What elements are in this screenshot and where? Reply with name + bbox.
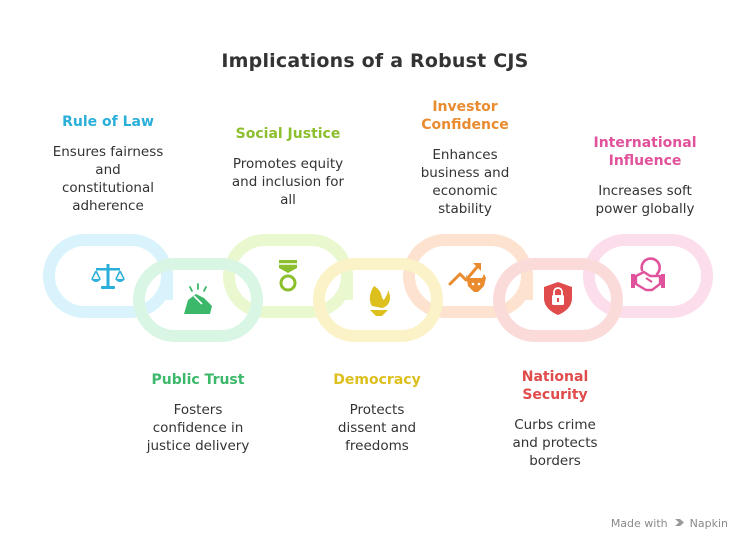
democracy-block: Democracy Protects dissent and freedoms (307, 371, 447, 455)
investor-confidence-block: Investor Confidence Enhances business an… (395, 98, 535, 218)
rule-of-law-block: Rule of Law Ensures fairness and constit… (38, 113, 178, 215)
democracy-description: Protects dissent and freedoms (337, 402, 417, 454)
chain-link-7 (583, 234, 713, 318)
footer-made-with: Made with (610, 517, 668, 530)
rule-of-law-description: Ensures fairness and constitutional adhe… (52, 144, 164, 214)
footer-brand: Napkin (689, 517, 728, 530)
chain-link-6 (493, 258, 623, 342)
social-justice-block: Social Justice Promotes equity and inclu… (218, 125, 358, 209)
international-influence-block: International Influence Increases soft p… (575, 134, 715, 218)
chain-link-4 (313, 258, 443, 342)
rule-of-law-heading: Rule of Law (62, 114, 154, 130)
footer-credit: Made with Napkin (611, 517, 728, 530)
chain-link-2 (133, 258, 263, 342)
national-security-description: Curbs crime and protects borders (512, 417, 598, 469)
public-trust-description: Fosters confidence in justice delivery (146, 402, 250, 454)
global-handshake-icon (631, 257, 665, 292)
international-influence-description: Increases soft power globally (595, 183, 695, 217)
national-security-block: National Security Curbs crime and protec… (485, 368, 625, 470)
investor-confidence-description: Enhances business and economic stability (420, 147, 510, 217)
social-justice-description: Promotes equity and inclusion for all (231, 156, 345, 208)
public-trust-heading: Public Trust (151, 372, 245, 388)
democracy-heading: Democracy (333, 372, 421, 388)
scales-icon (91, 264, 125, 289)
shield-lock-icon (544, 282, 572, 315)
social-justice-heading: Social Justice (235, 126, 341, 142)
investor-confidence-heading: Investor Confidence (421, 99, 509, 133)
national-security-heading: National Security (521, 369, 589, 403)
medal-icon (279, 260, 297, 292)
bull-market-icon (448, 263, 486, 292)
diagram-title: Implications of a Robust CJS (221, 50, 529, 72)
napkin-logo-icon (675, 519, 685, 526)
international-influence-heading: International Influence (593, 135, 697, 169)
public-trust-block: Public Trust Fosters confidence in justi… (128, 371, 268, 455)
torch-icon (369, 286, 390, 316)
handshake-icon (184, 283, 212, 314)
